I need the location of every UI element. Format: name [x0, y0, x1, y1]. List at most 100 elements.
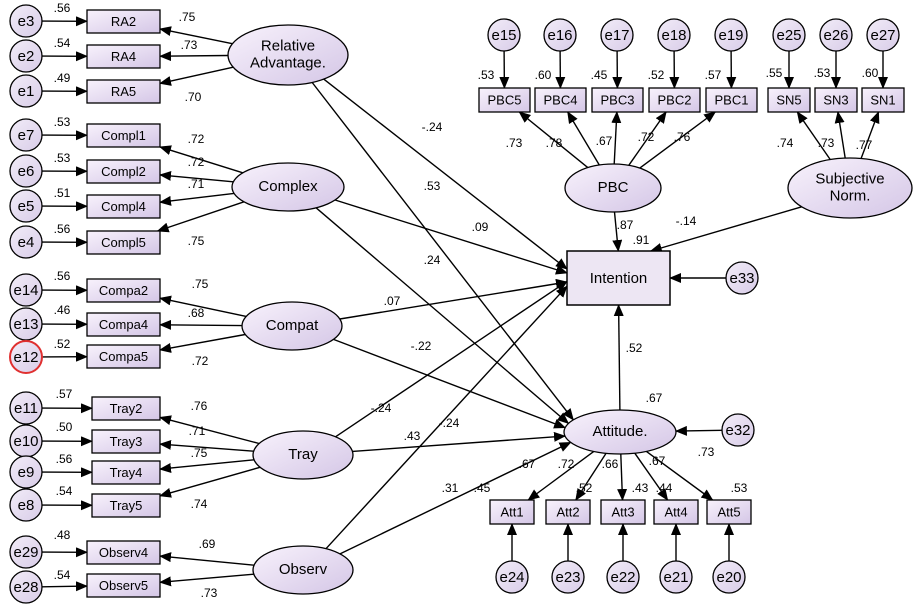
coef-p-compat-int: .07	[384, 294, 401, 308]
indicator-observ4: Observ4	[86, 540, 161, 565]
loading-path-att4	[634, 452, 669, 501]
indicator-box	[478, 87, 531, 113]
coef-r2-ra2: .56	[54, 1, 71, 15]
loading-path-compa4	[159, 319, 243, 330]
indicator-tray5: Tray5	[91, 493, 161, 518]
error-e20: e20	[712, 560, 746, 594]
coef-l-att2: .72	[558, 457, 575, 471]
structural-path-tray-intention	[335, 280, 568, 438]
coef-r2-compl1: .53	[54, 115, 71, 129]
error-label: e24	[499, 569, 524, 586]
indicator-compl1: Compl1	[86, 123, 161, 148]
loading-path-compl1	[159, 145, 244, 174]
coef-p-att-int: .52	[626, 341, 643, 355]
indicator-box	[86, 159, 161, 184]
indicator-label: Observ5	[99, 578, 148, 593]
coef-r2-att3: .43	[632, 481, 649, 495]
indicator-ra2: RA2	[86, 9, 161, 34]
coef-l-compl2: .72	[188, 155, 205, 169]
indicator-box	[705, 87, 758, 113]
indicator-box	[706, 499, 752, 525]
loading-path-compl5	[156, 201, 245, 233]
coef-r2-att2: .52	[576, 481, 593, 495]
latent-ellipse	[231, 162, 345, 212]
error-circle	[9, 455, 43, 489]
indicator-box	[91, 460, 161, 485]
error-path-e32	[674, 425, 723, 436]
error-e17: e17	[600, 18, 634, 52]
error-circle	[712, 560, 746, 594]
indicator-box	[91, 429, 161, 454]
error-circle	[9, 154, 43, 188]
coef-l-compl4: .71	[188, 177, 205, 191]
indicator-pbc3: PBC3	[591, 87, 644, 113]
error-e11: e11	[9, 391, 43, 425]
error-e3: e3	[9, 4, 43, 38]
latent-attitude: Attitude.	[563, 409, 677, 455]
error-label: e11	[14, 400, 38, 417]
indicator-ra4: RA4	[86, 44, 161, 69]
structural-path-observ-attitude	[339, 441, 572, 555]
loading-path-ra2	[159, 26, 233, 45]
coef-l-att5: .73	[698, 445, 715, 459]
indicator-box	[86, 44, 161, 69]
coef-r2-tray4: .56	[56, 452, 73, 466]
error-circle	[714, 18, 748, 52]
error-e33: e33	[725, 261, 759, 295]
indicator-label: Tray2	[110, 401, 143, 416]
structural-path-compat-intention	[339, 278, 568, 320]
coef-l-compa4: .68	[188, 306, 205, 320]
error-label: e26	[823, 27, 848, 44]
coef-p-ra-att: .53	[424, 179, 441, 193]
error-e9: e9	[9, 455, 43, 489]
latent-label: Norm.	[830, 187, 871, 204]
latent-label: Complex	[258, 178, 318, 195]
error-label: e33	[729, 270, 754, 287]
error-circle	[9, 570, 43, 604]
error-e6: e6	[9, 154, 43, 188]
error-label: e6	[18, 163, 35, 180]
indicator-tray2: Tray2	[91, 396, 161, 421]
error-e16: e16	[543, 18, 577, 52]
loading-path-tray2	[159, 415, 260, 445]
error-circle	[495, 560, 529, 594]
coef-r2-pbc5: .53	[478, 68, 495, 82]
latent-tray: Tray	[252, 430, 354, 480]
indicator-sn5: SN5	[767, 87, 811, 113]
coef-r2-att5: .53	[731, 481, 748, 495]
coef-p-tray-att: .43	[404, 429, 421, 443]
coef-l-pbc1: .76	[674, 130, 691, 144]
indicator-box	[861, 87, 905, 113]
indicator-compl5: Compl5	[86, 230, 161, 255]
error-label: e15	[491, 27, 516, 44]
latent-pbc: PBC	[564, 163, 662, 213]
error-circle	[9, 189, 43, 223]
indicator-observ5: Observ5	[86, 573, 161, 598]
error-circle	[9, 4, 43, 38]
loading-path-sn5	[796, 111, 831, 160]
error-e24: e24	[495, 560, 529, 594]
indicator-label: Compl2	[101, 164, 146, 179]
error-e19: e19	[714, 18, 748, 52]
indicator-att3: Att3	[600, 499, 646, 525]
indicator-label: PBC3	[601, 92, 635, 107]
coef-r2-compa5: .52	[54, 337, 71, 351]
coef-l-ra4: .73	[181, 38, 198, 52]
loading-path-observ4	[159, 552, 255, 566]
structural-path-complex-intention	[334, 199, 568, 275]
error-label: e7	[18, 127, 35, 144]
indicator-box	[91, 396, 161, 421]
error-circle	[487, 18, 521, 52]
error-circle	[772, 18, 806, 52]
indicator-box	[591, 87, 644, 113]
error-label: e3	[18, 13, 35, 30]
loading-path-pbc4	[567, 111, 600, 166]
indicator-label: Compl5	[101, 235, 146, 250]
coef-l-pbc3: .67	[596, 134, 613, 148]
indicator-box	[600, 499, 646, 525]
latent-label: Compat	[266, 317, 319, 334]
coef-r2-intention: .91	[633, 233, 650, 247]
indicator-box	[86, 540, 161, 565]
latent-label: Attitude.	[592, 423, 647, 440]
